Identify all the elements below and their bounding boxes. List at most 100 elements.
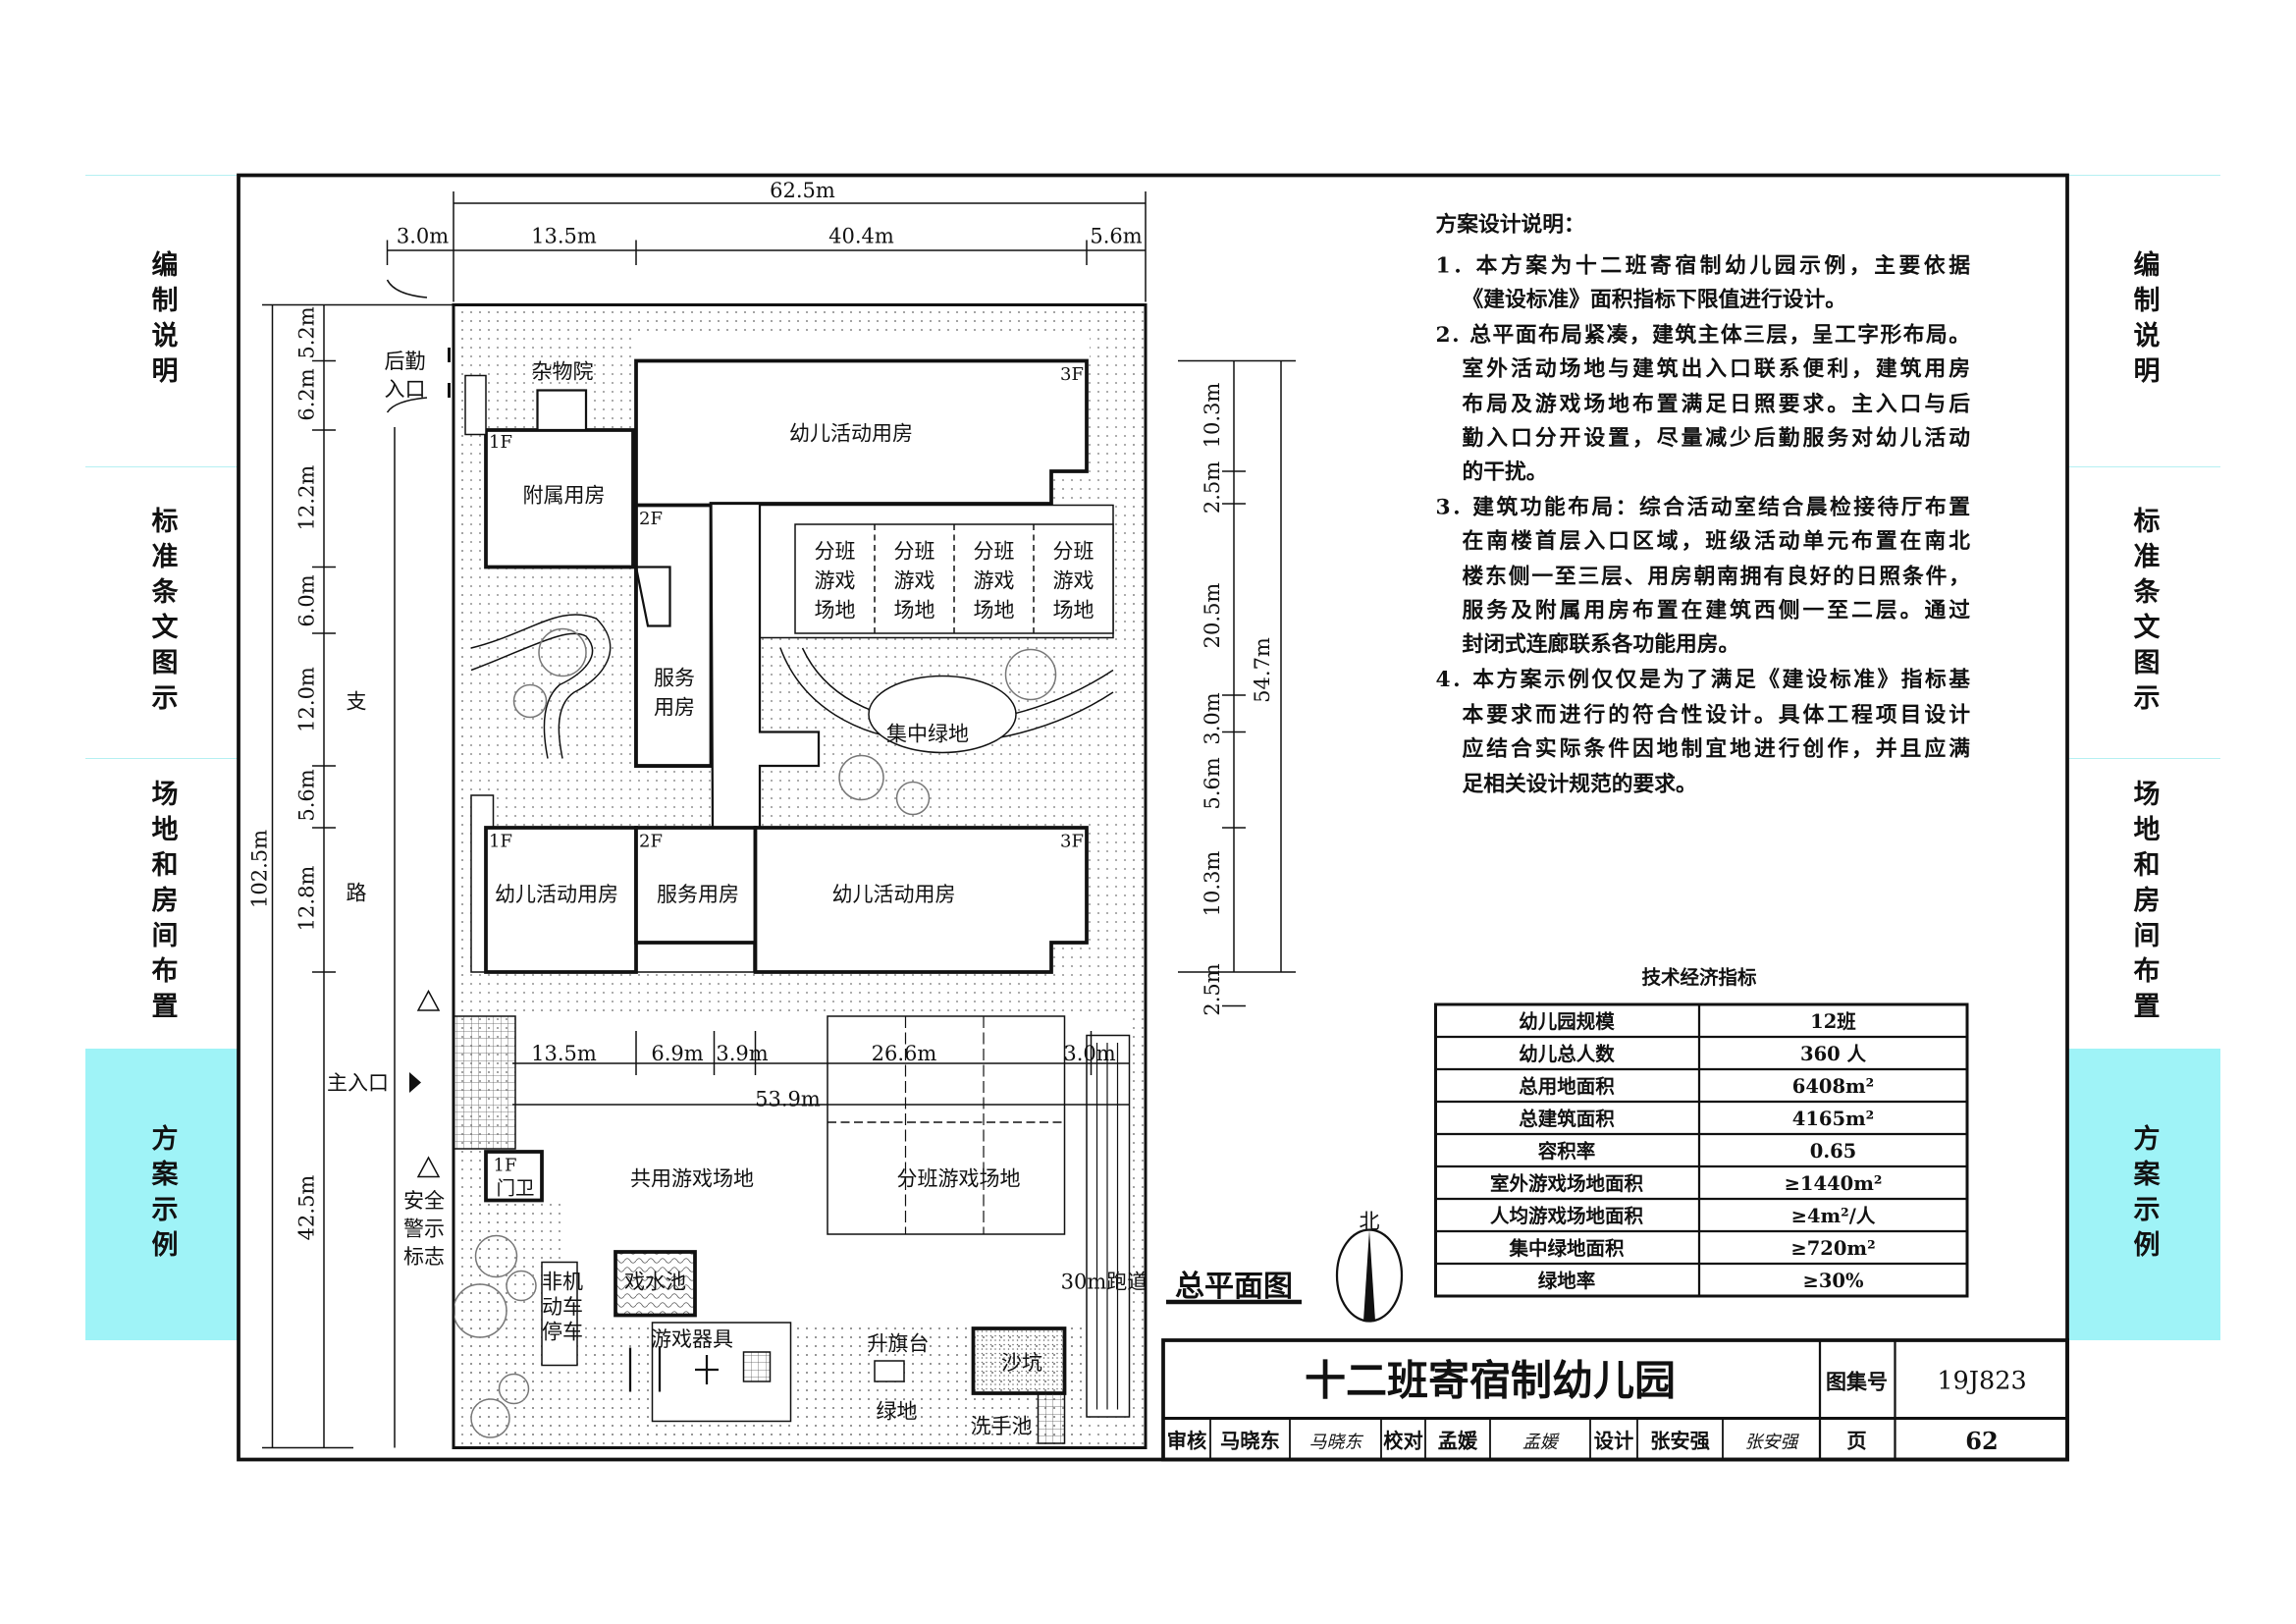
label-guard: 门卫 [496, 1177, 534, 1200]
notes-line: 4. 本方案示例仅仅是为了满足《建设标准》指标基 [1436, 667, 1971, 692]
checker-signature: 孟媛 [1522, 1433, 1560, 1453]
table-cell: 4165m² [1792, 1108, 1874, 1130]
tab-divider [85, 758, 239, 759]
page-number: 62 [1965, 1427, 1998, 1455]
notes-line: 2. 总平面布局紧凑，建筑主体三层，呈工字形布局。 [1436, 322, 1971, 348]
dim-right: 10.3m [1201, 383, 1224, 449]
label-road: 支 [347, 690, 367, 714]
table-cell: 集中绿地面积 [1508, 1237, 1625, 1260]
dim-left: 6.0m [295, 574, 319, 626]
floor-tag: 3F [1060, 364, 1084, 385]
notes-line: 服务及附属用房布置在建筑西侧一至二层。通过 [1463, 598, 1971, 623]
label-road: 路 [347, 882, 367, 905]
tech-table [1434, 1002, 1969, 1298]
entrance-arrow-icon [409, 1072, 421, 1093]
notes-line: 在南楼首层入口区域，班级活动单元布置在南北 [1463, 528, 1971, 554]
south-service-2f [634, 826, 758, 945]
title-block [1161, 1338, 2069, 1462]
sheet-title: 十二班寄宿制幼儿园 [1305, 1357, 1676, 1405]
class-yards [794, 523, 1114, 634]
warning-sign-icon [416, 1156, 441, 1178]
dim-right: 20.5m [1201, 583, 1224, 649]
tab-divider [85, 175, 239, 176]
design-notes: 方案设计说明： 1. 本方案为十二班寄宿制幼儿园示例，主要依据 《建设标准》面积… [1436, 212, 1971, 797]
yard-label: 游戏 [815, 569, 856, 593]
check-label: 校对 [1383, 1430, 1423, 1453]
yard-label: 场地 [815, 599, 856, 623]
notes-line: 应结合实际条件因地制宜地进行创作，并且应满 [1463, 736, 1971, 762]
utility-yard [536, 389, 588, 432]
tab-right-standard-illustrations[interactable]: 标准条文图示 [2067, 466, 2220, 758]
tab-label: 编制说明 [2128, 249, 2160, 392]
tab-divider [2067, 466, 2220, 467]
tab-left-compile-notes[interactable]: 编制说明 [85, 175, 239, 466]
yard-label: 游戏 [974, 569, 1015, 593]
tab-left-standard-illustrations[interactable]: 标准条文图示 [85, 466, 239, 758]
label-wash: 洗手池 [971, 1415, 1033, 1438]
yard-label: 分班 [974, 540, 1015, 564]
floor-tag: 3F [1060, 832, 1084, 852]
sandpit [971, 1326, 1067, 1395]
bike-parking [541, 1261, 578, 1367]
notes-title: 方案设计说明： [1436, 212, 1585, 238]
dim-top-total: 62.5m [770, 179, 835, 202]
tab-label: 标准条文图示 [146, 506, 178, 719]
tab-right-compile-notes[interactable]: 编制说明 [2067, 175, 2220, 466]
notes-line: 楼东侧一至三层、用房朝南拥有良好的日照条件， [1463, 564, 1971, 589]
tab-divider [85, 466, 239, 467]
tab-right-scheme-examples[interactable]: 方案示例 [2067, 1049, 2220, 1340]
annex-building [484, 428, 635, 569]
plan-title: 总平面图 [1175, 1270, 1293, 1304]
label-class-play: 分班游戏场地 [897, 1167, 1021, 1191]
tab-label: 场地和房间布置 [2128, 780, 2160, 1027]
dim-left: 6.2m [295, 368, 319, 420]
dim-left: 5.2m [295, 306, 319, 358]
floor-tag: 1F [489, 432, 512, 453]
yard-label: 分班 [894, 540, 935, 564]
yard-label: 分班 [815, 540, 856, 564]
tab-left-scheme-examples[interactable]: 方案示例 [85, 1049, 239, 1340]
atlas-label: 图集号 [1826, 1370, 1888, 1394]
dim-right: 3.0m [1201, 692, 1224, 744]
label-south-activity-1f: 幼儿活动用房 [495, 883, 618, 906]
table-cell: 总用地面积 [1519, 1075, 1615, 1098]
dim-south: 13.5m [531, 1042, 597, 1065]
notes-line: 室外活动场地与建筑出入口联系便利，建筑用房 [1463, 356, 1971, 382]
tab-left-site-and-rooms[interactable]: 场地和房间布置 [85, 758, 239, 1049]
label-main-entrance: 主入口 [327, 1071, 389, 1095]
label-service-entrance: 入口 [385, 378, 426, 402]
table-cell: 0.65 [1810, 1140, 1856, 1163]
yard-label: 游戏 [1053, 569, 1095, 593]
notes-line: 封闭式连廊联系各功能用房。 [1463, 631, 1740, 657]
tab-label: 方案示例 [2128, 1123, 2160, 1266]
label-bike: 停车 [542, 1321, 583, 1344]
yard-label: 场地 [1053, 599, 1095, 623]
floor-tag: 2F [639, 832, 663, 852]
tab-label: 场地和房间布置 [146, 780, 178, 1027]
table-cell: ≥30% [1802, 1270, 1863, 1292]
table-cell: ≥720m² [1790, 1237, 1875, 1260]
notes-line: 足相关设计规范的要求。 [1463, 772, 1697, 797]
table-cell: 容积率 [1538, 1140, 1596, 1163]
reviewer-signature: 马晓东 [1309, 1433, 1364, 1453]
notes-line: 本要求而进行的符合性设计。具体工程项目设计 [1463, 702, 1971, 728]
tab-divider [2067, 175, 2220, 176]
dim-left: 42.5m [295, 1175, 319, 1241]
dim-left: 12.2m [295, 465, 319, 531]
table-cell: 幼儿园规模 [1519, 1010, 1615, 1033]
wading-pool [614, 1250, 697, 1318]
label-warning: 标志 [403, 1245, 445, 1269]
label-warning: 安全 [403, 1189, 445, 1213]
atlas-number: 19J823 [1937, 1367, 2026, 1396]
notes-line: 3. 建筑功能布局：综合活动室结合晨检接待厅布置 [1436, 495, 1971, 520]
label-bike: 动车 [542, 1295, 583, 1319]
dim-south: 3.9m [716, 1042, 768, 1065]
tab-right-site-and-rooms[interactable]: 场地和房间布置 [2067, 758, 2220, 1049]
review-label: 审核 [1167, 1430, 1207, 1453]
class-yard-labels: 分班 游戏 场地 分班 游戏 场地 分班 游戏 场地 分班 游戏 场地 [815, 540, 1095, 623]
south-activity-1f [484, 826, 638, 974]
north-label: 北 [1360, 1210, 1380, 1233]
notes-line: 布局及游戏场地布置满足日照要求。主入口与后 [1463, 392, 1971, 417]
page-label: 页 [1846, 1430, 1866, 1453]
